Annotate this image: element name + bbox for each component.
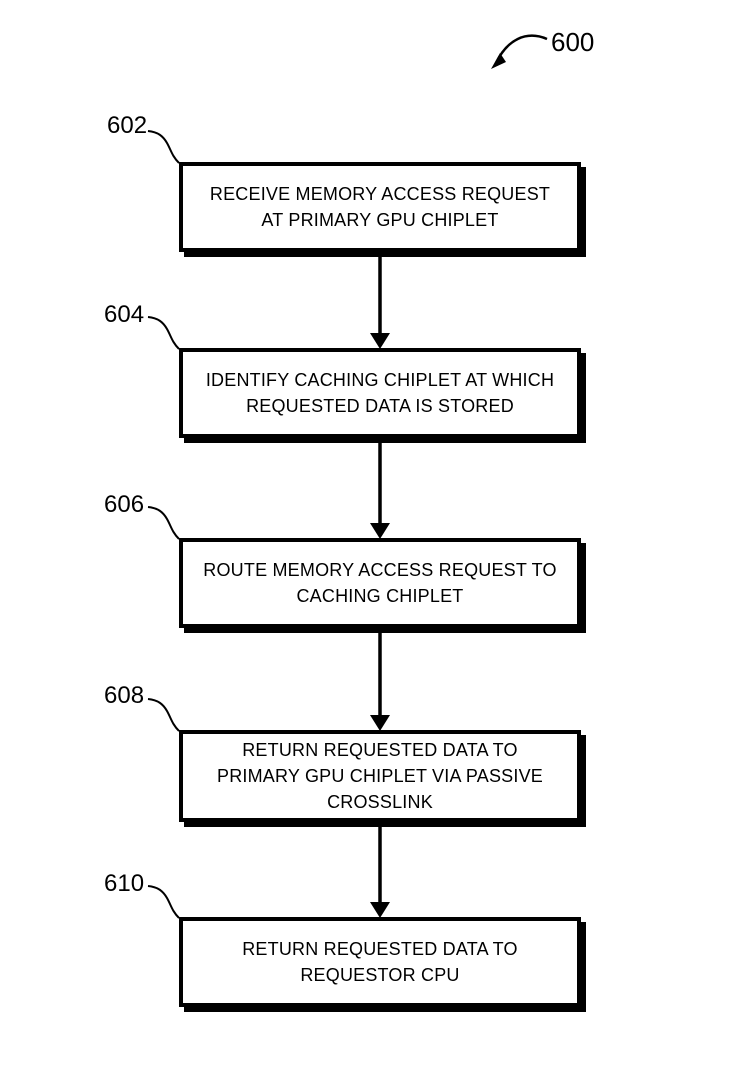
flow-step-606: ROUTE MEMORY ACCESS REQUEST TO CACHING C… [179, 538, 581, 628]
step-ref-610: 610 [104, 870, 145, 897]
leader-line-604 [147, 316, 180, 350]
flow-arrowhead-1 [370, 333, 390, 349]
leader-line-610 [147, 885, 180, 919]
leader-line-606 [147, 506, 180, 540]
step-ref-606: 606 [104, 491, 145, 518]
flow-arrowhead-3 [370, 715, 390, 731]
step-ref-604: 604 [104, 301, 145, 328]
leader-line-602 [147, 130, 180, 164]
flow-arrowhead-2 [370, 523, 390, 539]
figure-ref-arrowhead [491, 53, 506, 69]
flow-step-602: RECEIVE MEMORY ACCESS REQUEST AT PRIMARY… [179, 162, 581, 252]
flow-step-608: RETURN REQUESTED DATA TO PRIMARY GPU CHI… [179, 730, 581, 822]
step-ref-608: 608 [104, 682, 145, 709]
figure-number: 600 [551, 27, 595, 57]
leader-line-608 [147, 698, 180, 732]
flow-step-610: RETURN REQUESTED DATA TO REQUESTOR CPU [179, 917, 581, 1007]
flow-step-604: IDENTIFY CACHING CHIPLET AT WHICH REQUES… [179, 348, 581, 438]
flow-arrowhead-4 [370, 902, 390, 918]
step-ref-602: 602 [107, 112, 148, 139]
